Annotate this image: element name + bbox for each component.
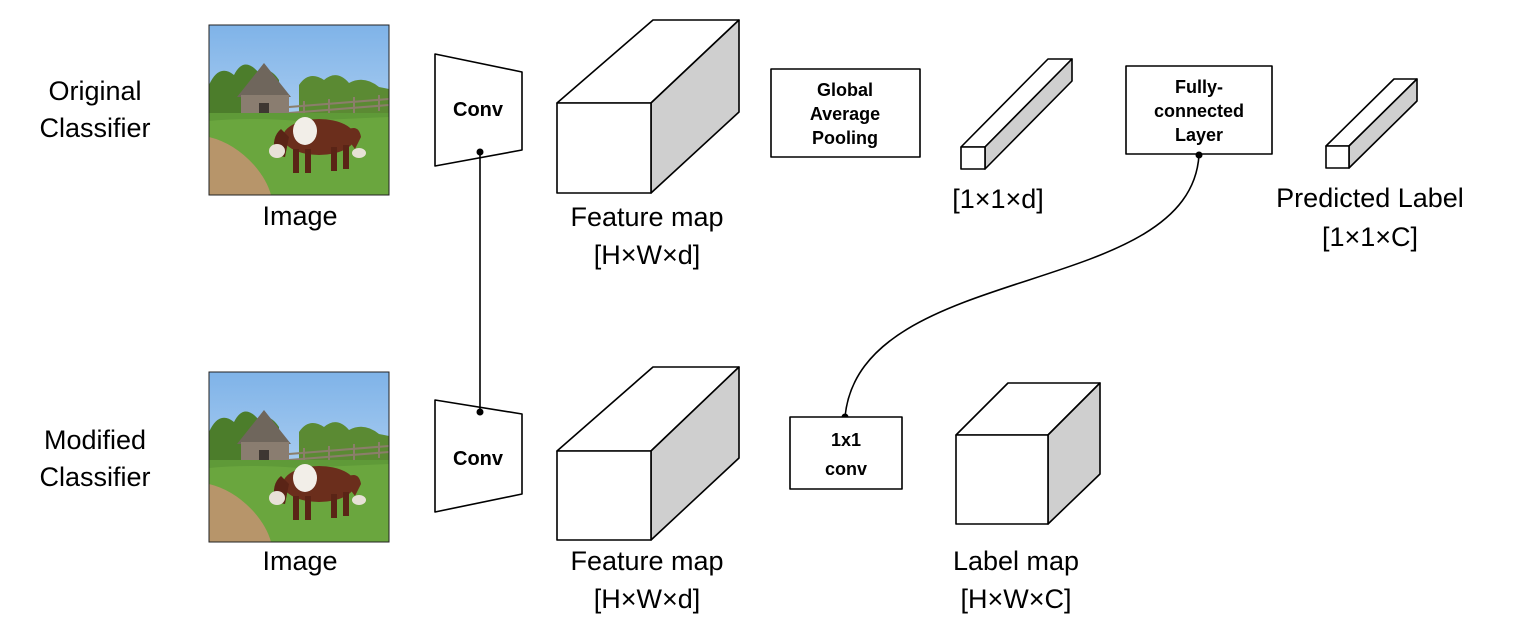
predicted-label-dims: [1×1×C] xyxy=(1322,222,1418,252)
shared-weights-dot-bottom xyxy=(476,408,484,416)
shared-weights-dot-top xyxy=(476,148,484,156)
fully-connected-layer-box xyxy=(1125,65,1273,155)
input-image-bottom xyxy=(208,371,390,543)
weight-transfer-curve xyxy=(844,154,1200,418)
weight-transfer-dot-top xyxy=(1195,151,1203,159)
fc-label-line1: Fully- xyxy=(1175,77,1223,97)
feature-vector-prism xyxy=(960,58,1073,170)
conv-1x1-label-line1: 1x1 xyxy=(831,430,861,450)
conv-block-bottom xyxy=(434,399,523,513)
feature-map-label-bottom: Feature map xyxy=(570,546,723,576)
gap-label-line1: Global xyxy=(817,80,873,100)
gap-label-line3: Pooling xyxy=(812,128,878,148)
row-bottom-name-line2: Classifier xyxy=(39,462,150,492)
row-top-name-line1: Original xyxy=(48,76,141,106)
fc-label-line2: connected xyxy=(1154,101,1244,121)
label-map-title: Label map xyxy=(953,546,1079,576)
conv-label-top: Conv xyxy=(453,99,504,121)
feature-map-cube-bottom xyxy=(556,366,740,541)
input-image-top xyxy=(208,24,390,196)
feature-map-dims-bottom: [H×W×d] xyxy=(594,584,701,614)
row-bottom-name-line1: Modified xyxy=(44,425,146,455)
conv-label-bottom: Conv xyxy=(453,448,504,470)
feature-map-cube-top xyxy=(556,19,740,194)
conv-block-top xyxy=(434,53,523,167)
label-map-cube xyxy=(955,382,1101,525)
image-caption-bottom: Image xyxy=(262,546,337,576)
fc-label-line3: Layer xyxy=(1175,125,1223,145)
row-top-name-line2: Classifier xyxy=(39,113,150,143)
label-map-dims: [H×W×C] xyxy=(960,584,1071,614)
feature-map-label-top: Feature map xyxy=(570,202,723,232)
feature-map-dims-top: [H×W×d] xyxy=(594,240,701,270)
feature-vector-dims: [1×1×d] xyxy=(952,184,1044,214)
global-average-pooling-box xyxy=(770,68,921,158)
predicted-label-title: Predicted Label xyxy=(1276,183,1464,213)
conv-1x1-label-line2: conv xyxy=(825,459,867,479)
predicted-label-prism xyxy=(1325,78,1418,169)
gap-label-line2: Average xyxy=(810,104,880,124)
conv-1x1-box xyxy=(789,416,903,490)
image-caption-top: Image xyxy=(262,201,337,231)
